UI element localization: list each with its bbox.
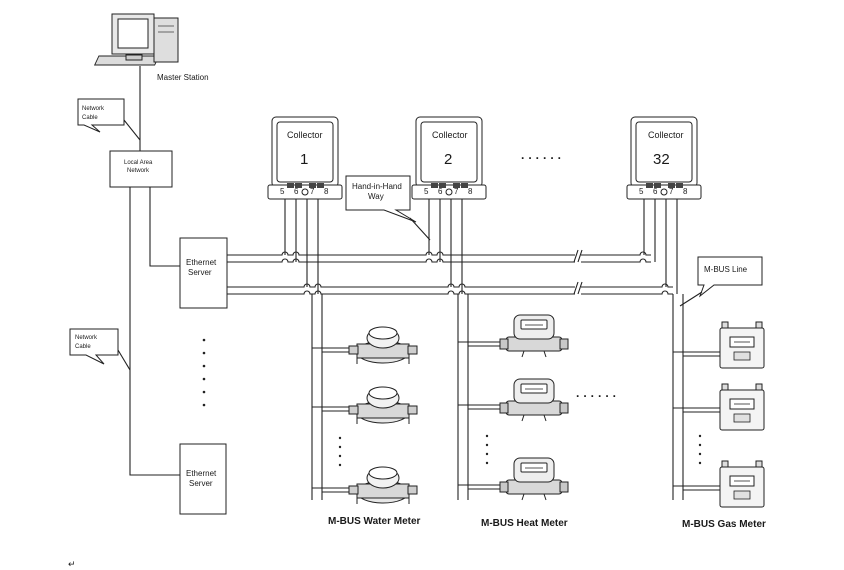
footer-mark: ↵	[68, 559, 76, 569]
collector-2-number: 2	[444, 151, 452, 168]
collector-1-number: 1	[300, 151, 308, 168]
collector-ellipsis: · · · · · ·	[521, 151, 562, 165]
collector-32-terminal-5: 5	[639, 187, 644, 196]
water-meter-caption: M-BUS Water Meter	[328, 516, 421, 527]
network-cable-top-line1: Network	[82, 106, 105, 112]
lan-label-line1: Local Area	[124, 160, 153, 166]
collector-1-terminal-8: 8	[324, 187, 329, 196]
collector-1-terminal-6: 6	[294, 187, 299, 196]
ethernet-server-1-line2: Server	[188, 268, 212, 277]
collector-1-title: Collector	[287, 130, 323, 140]
collector-32	[626, 116, 702, 200]
ethernet-server-2-line1: Ethernet	[186, 469, 217, 478]
ethernet-server-1-line1: Ethernet	[186, 258, 217, 267]
hand-in-hand-line2: Way	[368, 192, 384, 201]
collector-1-terminal-7: 7	[310, 187, 315, 196]
ethernet-server-2	[179, 443, 227, 515]
collector-32-number: 32	[653, 151, 670, 168]
server-ellipsis	[202, 338, 206, 407]
meter-ellipsis: · · · · · ·	[576, 389, 617, 403]
water-meter-icon	[348, 326, 418, 505]
gas-meter-caption: M-BUS Gas Meter	[682, 519, 766, 530]
heat-meter-icon	[499, 314, 569, 501]
collector-32-terminal-6: 6	[653, 187, 658, 196]
collector-2-title: Collector	[432, 130, 468, 140]
ethernet-server-2-line2: Server	[189, 479, 213, 488]
network-cable-bottom-line2: Cable	[75, 344, 91, 350]
mbus-line-label: M-BUS Line	[704, 265, 748, 274]
collector-32-title: Collector	[648, 130, 684, 140]
network-cable-callout-top: Network Cable	[77, 98, 125, 133]
mbus-line-callout: M-BUS Line	[697, 256, 763, 298]
local-area-network-box	[109, 150, 173, 188]
collector-2-terminal-8: 8	[468, 187, 473, 196]
collector-2-terminal-6: 6	[438, 187, 443, 196]
heat-meter-caption: M-BUS Heat Meter	[481, 518, 568, 529]
master-station-label: Master Station	[157, 73, 209, 82]
network-cable-callout-bottom: Network Cable	[69, 328, 119, 365]
network-cable-bottom-line1: Network	[75, 335, 98, 341]
computer-icon	[93, 13, 179, 66]
collector-32-wiring	[643, 199, 720, 500]
collector-2-wiring	[428, 199, 508, 500]
ethernet-bus-lines	[227, 249, 673, 295]
collector-32-terminal-8: 8	[683, 187, 688, 196]
collector-32-terminal-7: 7	[669, 187, 674, 196]
ethernet-server-1	[179, 237, 228, 309]
lan-label-line2: Network	[127, 168, 150, 174]
hand-in-hand-callout: Hand-in-Hand Way	[345, 175, 417, 223]
collector-2-terminal-5: 5	[424, 187, 429, 196]
collector-1	[267, 116, 343, 200]
collector-2	[411, 116, 487, 200]
collector-2-terminal-7: 7	[454, 187, 459, 196]
network-cable-top-line2: Cable	[82, 115, 98, 121]
hand-in-hand-line1: Hand-in-Hand	[352, 182, 402, 191]
gas-meter-icon	[719, 321, 765, 508]
collector-1-terminal-5: 5	[280, 187, 285, 196]
